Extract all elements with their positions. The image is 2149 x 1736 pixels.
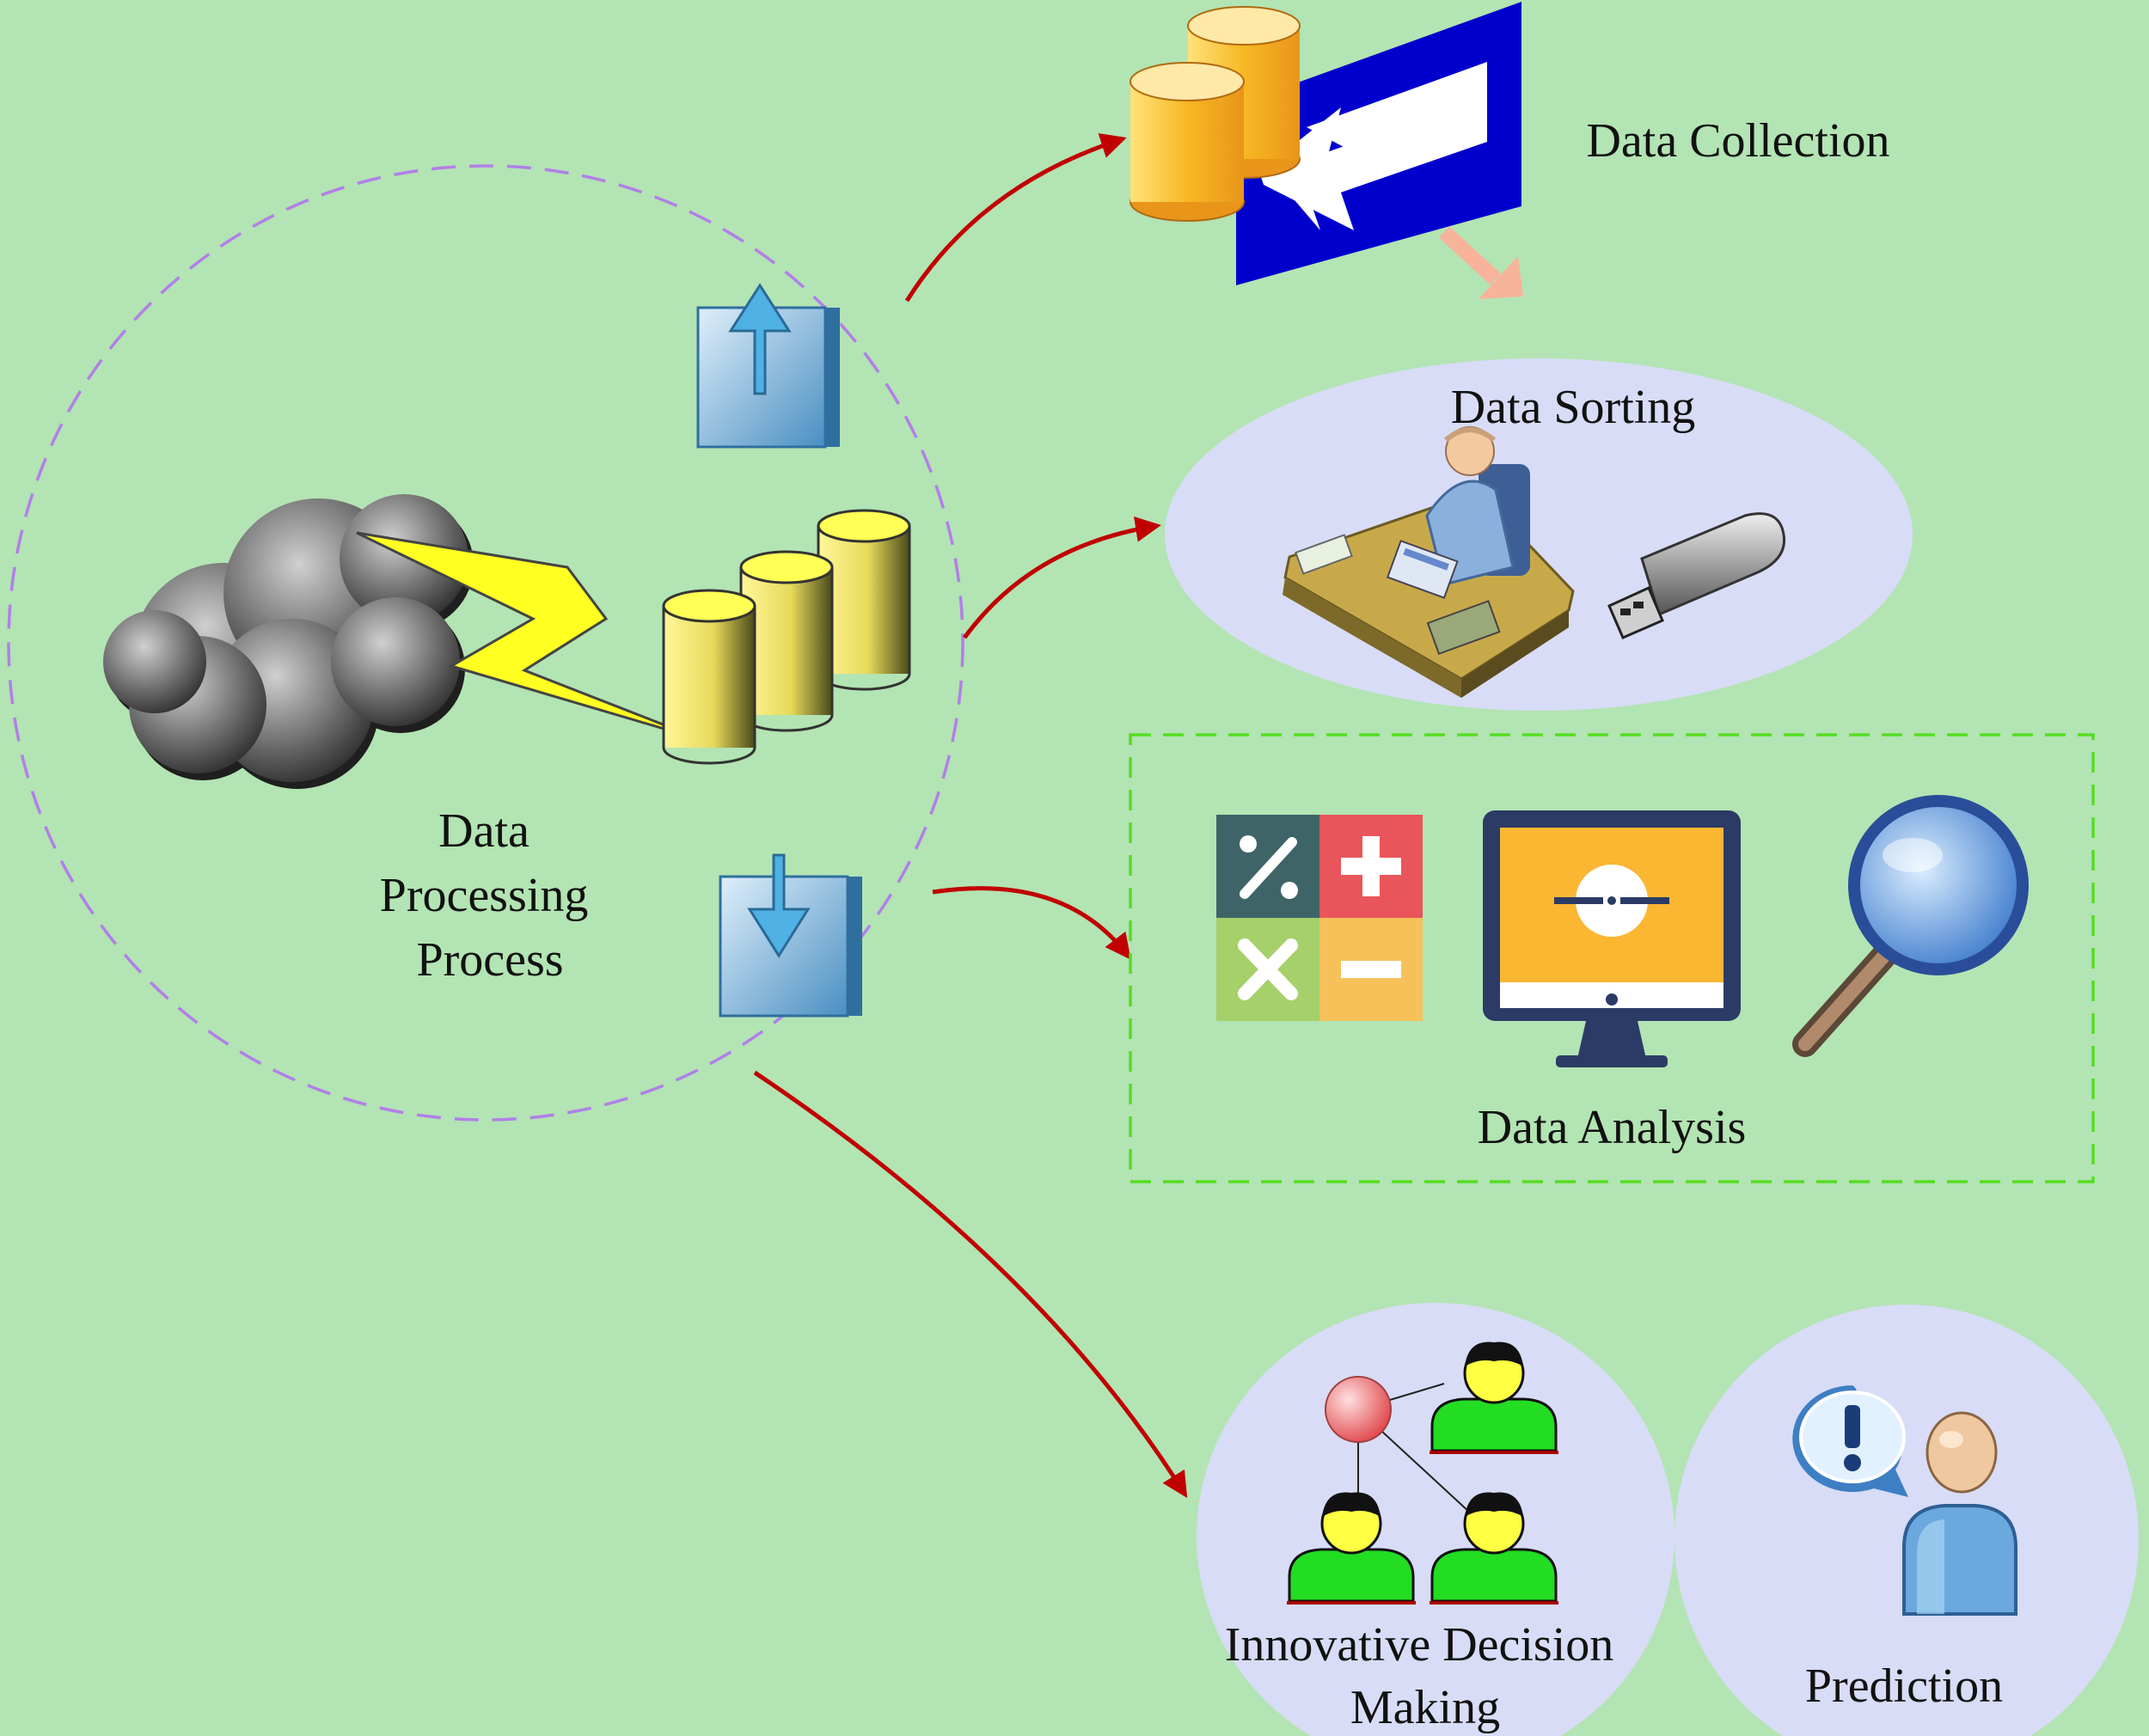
office-worker-icon (1283, 426, 1575, 698)
decision-making-label: Innovative Decision Making (1225, 1618, 1626, 1734)
cylinder-back (817, 509, 911, 691)
network-node-icon (1325, 1376, 1392, 1443)
data-analysis-label: Data Analysis (1478, 1101, 1747, 1154)
decision-making-line2: Making (1350, 1681, 1500, 1734)
prediction-ellipse (1675, 1305, 2139, 1736)
data-sorting-label: Data Sorting (1451, 381, 1696, 434)
person-icon-bottom-right (1430, 1492, 1558, 1605)
cylinder-front (662, 589, 756, 765)
decision-ellipse (1197, 1303, 1675, 1736)
person-icon-bottom-left (1287, 1492, 1416, 1605)
arrow-to-analysis (932, 886, 1131, 960)
data-sorting-group: Data Sorting (1165, 358, 1913, 711)
prediction-label: Prediction (1805, 1660, 2003, 1713)
data-analysis-group: Data Analysis (1129, 733, 2095, 1183)
download-document-icon (719, 853, 862, 1018)
lightning-icon (356, 531, 706, 743)
team-network-icon (1287, 1342, 1558, 1605)
cylinder-middle (739, 550, 834, 732)
monitor-icon (1483, 810, 1741, 1067)
data-processing-line2: Processing (380, 869, 589, 922)
gold-database-icon (1130, 6, 1301, 222)
data-processing-line3: Process (416, 933, 563, 987)
flow-arrow-collection-to-sorting (1438, 226, 1523, 299)
arrow-to-collection (904, 133, 1127, 303)
entry-sign-icon (1236, 2, 1521, 285)
data-processing-label: Data Processing Process (380, 804, 601, 987)
person-icon-top (1430, 1342, 1558, 1454)
math-operations-icon (1216, 815, 1423, 1021)
user-person-icon (1902, 1411, 2017, 1616)
arrow-to-decision (753, 1070, 1188, 1499)
decision-making-line1: Innovative Decision (1225, 1618, 1614, 1672)
decision-making-group: Innovative Decision Making (1197, 1303, 2139, 1736)
analysis-dashed-box (1129, 733, 2095, 1183)
dashed-process-circle (7, 164, 964, 1122)
usb-drive-icon (1607, 512, 1786, 639)
upload-document-icon (696, 283, 840, 449)
arrow-to-sorting (962, 516, 1161, 639)
data-collection-group: Data Collection (1130, 2, 1890, 299)
magnifier-icon (1792, 795, 2029, 1057)
database-cylinders-icon (662, 509, 911, 765)
data-processing-line1: Data (438, 804, 530, 858)
prediction-group: Prediction (1792, 1385, 2017, 1713)
connector-arrows (753, 133, 1188, 1499)
data-processing-group: Data Processing Process (7, 164, 964, 1122)
data-collection-label: Data Collection (1586, 114, 1889, 168)
storm-cloud-icon (103, 494, 474, 789)
speech-alert-icon (1792, 1385, 1908, 1497)
